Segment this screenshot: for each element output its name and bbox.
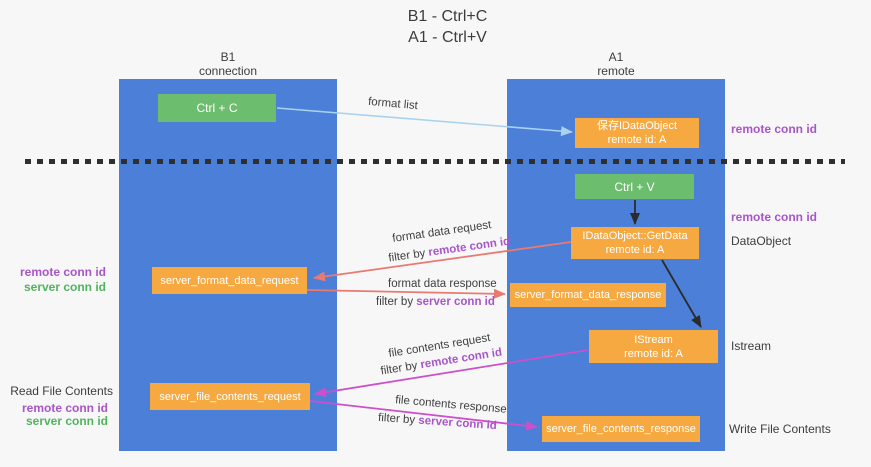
node-ctrl-c-label: Ctrl + C [196, 101, 238, 115]
label-remote-conn-id-left-2: remote conn id [21, 401, 108, 415]
lane-a1-name: A1 [608, 50, 624, 64]
node-istream-line2: remote id: A [624, 347, 683, 360]
node-getdata-line1: IDataObject::GetData [582, 230, 688, 242]
node-server-format-data-request: server_format_data_request [152, 267, 307, 294]
lane-b1-role: connection [198, 64, 258, 78]
lane-header-b1: B1 connection [119, 50, 337, 78]
diagram-title: B1 - Ctrl+C A1 - Ctrl+V [12, 6, 871, 48]
node-server-file-contents-response: server_file_contents_response [542, 416, 700, 442]
label-write-file-contents: Write File Contents [729, 422, 831, 436]
label-format-data-response: format data response [388, 278, 497, 290]
label-remote-conn-id-right-mid: remote conn id [731, 210, 818, 224]
node-server-file-contents-request: server_file_contents_request [150, 383, 310, 410]
node-server-format-data-response-label: server_format_data_response [514, 289, 662, 301]
getdata-to-istream-arrow [661, 259, 702, 328]
lane-b1-name: B1 [220, 50, 236, 64]
title-line-2: A1 - Ctrl+V [408, 29, 487, 46]
node-getdata: IDataObject::GetData remote id: A [571, 227, 699, 259]
file-contents-response-arrow [309, 400, 538, 431]
label-filter-by-server-1: filter by server conn id [376, 296, 495, 308]
node-server-file-contents-response-label: server_file_contents_response [546, 423, 696, 435]
format-data-response-arrow [306, 288, 506, 299]
node-istream: IStream remote id: A [589, 330, 718, 363]
node-ctrl-c: Ctrl + C [158, 94, 276, 122]
label-istream: Istream [731, 339, 772, 353]
node-save-dataobject-line1: 保存IDataObject [596, 120, 678, 132]
file-contents-request-arrow [314, 349, 589, 398]
label-remote-conn-id-left-1: remote conn id [19, 265, 106, 279]
label-remote-conn-id-right-top: remote conn id [731, 122, 818, 136]
format-data-request-arrow [313, 241, 572, 282]
label-dataobject: DataObject [731, 234, 792, 248]
node-ctrl-v-label: Ctrl + V [614, 179, 655, 194]
server-conn-id-text: server conn id [416, 296, 495, 308]
node-server-format-data-response: server_format_data_response [510, 283, 666, 307]
node-server-file-contents-request-label: server_file_contents_request [159, 390, 301, 403]
node-ctrl-v: Ctrl + V [575, 174, 694, 199]
lane-header-a1: A1 remote [507, 50, 725, 78]
label-server-conn-id-left-2: server conn id [25, 414, 108, 428]
node-save-dataobject: 保存IDataObject remote id: A [575, 118, 699, 148]
dashed-divider [25, 159, 845, 164]
node-istream-line1: IStream [634, 333, 673, 346]
node-save-dataobject-line2: remote id: A [607, 134, 667, 146]
label-server-conn-id-left-1: server conn id [23, 280, 106, 294]
lane-a1-role: remote [597, 64, 635, 78]
title-line-1: B1 - Ctrl+C [407, 8, 488, 25]
label-read-file-contents: Read File Contents [10, 384, 113, 398]
node-getdata-line2: remote id: A [605, 244, 665, 256]
node-server-format-data-request-label: server_format_data_request [160, 274, 299, 287]
filter-by-text: filter by [376, 296, 417, 308]
format-list-arrow [276, 107, 573, 137]
